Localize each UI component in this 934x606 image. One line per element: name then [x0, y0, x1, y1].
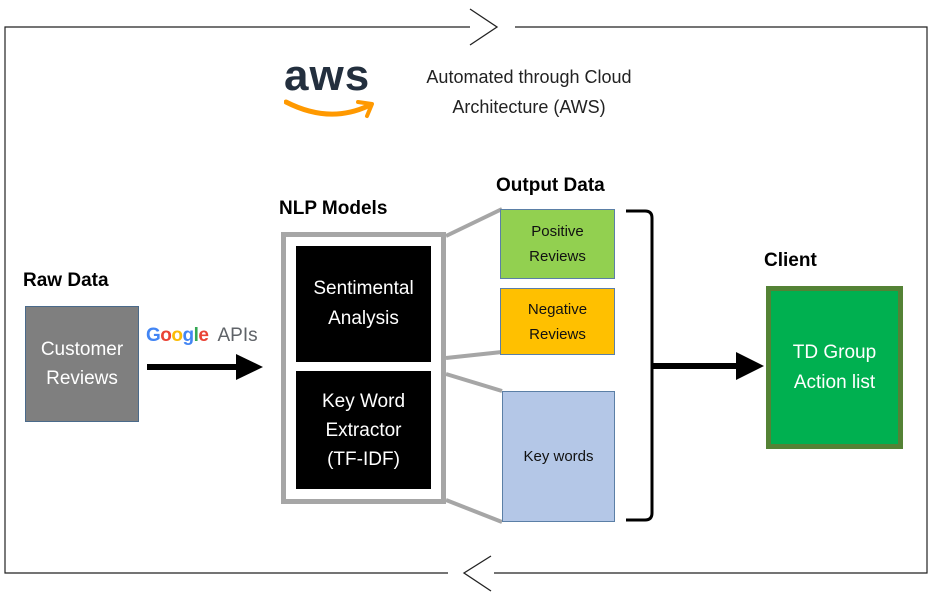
customer-reviews-line2: Reviews	[46, 368, 118, 389]
keyword-line2: Extractor	[325, 419, 402, 441]
client-line1: TD Group	[792, 341, 877, 363]
nlp-models-heading: NLP Models	[279, 198, 388, 219]
loop-arrow-top-icon	[469, 8, 499, 46]
client-heading: Client	[764, 250, 817, 271]
keywords-box: Key words	[502, 391, 615, 522]
loop-frame-top-left	[4, 26, 470, 574]
negative-reviews-box: Negative Reviews	[500, 288, 615, 355]
aws-caption-line1: Automated through Cloud	[426, 67, 632, 87]
client-arrow-head-icon	[736, 352, 764, 380]
keyword-line3: (TF-IDF)	[327, 448, 400, 470]
positive-line1: Positive	[531, 223, 584, 240]
negative-line1: Negative	[527, 300, 588, 318]
client-line2: Action list	[793, 371, 876, 393]
client-action-box: TD Group Action list	[766, 286, 903, 449]
connector-nlp-negative	[445, 350, 503, 360]
aws-caption-line2: Architecture (AWS)	[452, 97, 606, 117]
loop-frame-right	[494, 26, 928, 574]
google-arrow-head-icon	[236, 354, 263, 380]
output-bracket	[626, 209, 654, 522]
customer-reviews-box: Customer Reviews	[25, 306, 139, 422]
aws-caption: Automated through Cloud Architecture (AW…	[400, 62, 658, 122]
keyword-extractor-box: Key Word Extractor (TF-IDF)	[296, 371, 431, 489]
aws-logo-text: aws	[284, 51, 371, 100]
keywords-label: Key words	[523, 448, 594, 465]
aws-logo: aws	[284, 54, 384, 124]
positive-line2: Reviews	[529, 248, 586, 265]
aws-smile-icon	[284, 99, 374, 118]
customer-reviews-line1: Customer	[40, 339, 124, 360]
positive-reviews-box: Positive Reviews	[500, 209, 615, 279]
google-logo-icon: Google	[146, 325, 209, 346]
connector-nlp-keywords-bottom	[445, 498, 503, 524]
sentiment-line2: Analysis	[328, 308, 399, 329]
raw-data-heading: Raw Data	[23, 270, 109, 291]
output-data-heading: Output Data	[496, 175, 605, 196]
sentiment-analysis-box: Sentimental Analysis	[296, 246, 431, 362]
loop-arrow-bottom-icon	[462, 555, 492, 592]
connector-nlp-keywords-top	[445, 372, 503, 393]
negative-line2: Reviews	[529, 325, 586, 343]
google-apis-label: Google APIs	[146, 325, 258, 347]
connector-nlp-positive	[445, 207, 503, 238]
keyword-line1: Key Word	[321, 390, 406, 412]
sentiment-line1: Sentimental	[313, 278, 414, 299]
apis-text: APIs	[213, 325, 258, 346]
